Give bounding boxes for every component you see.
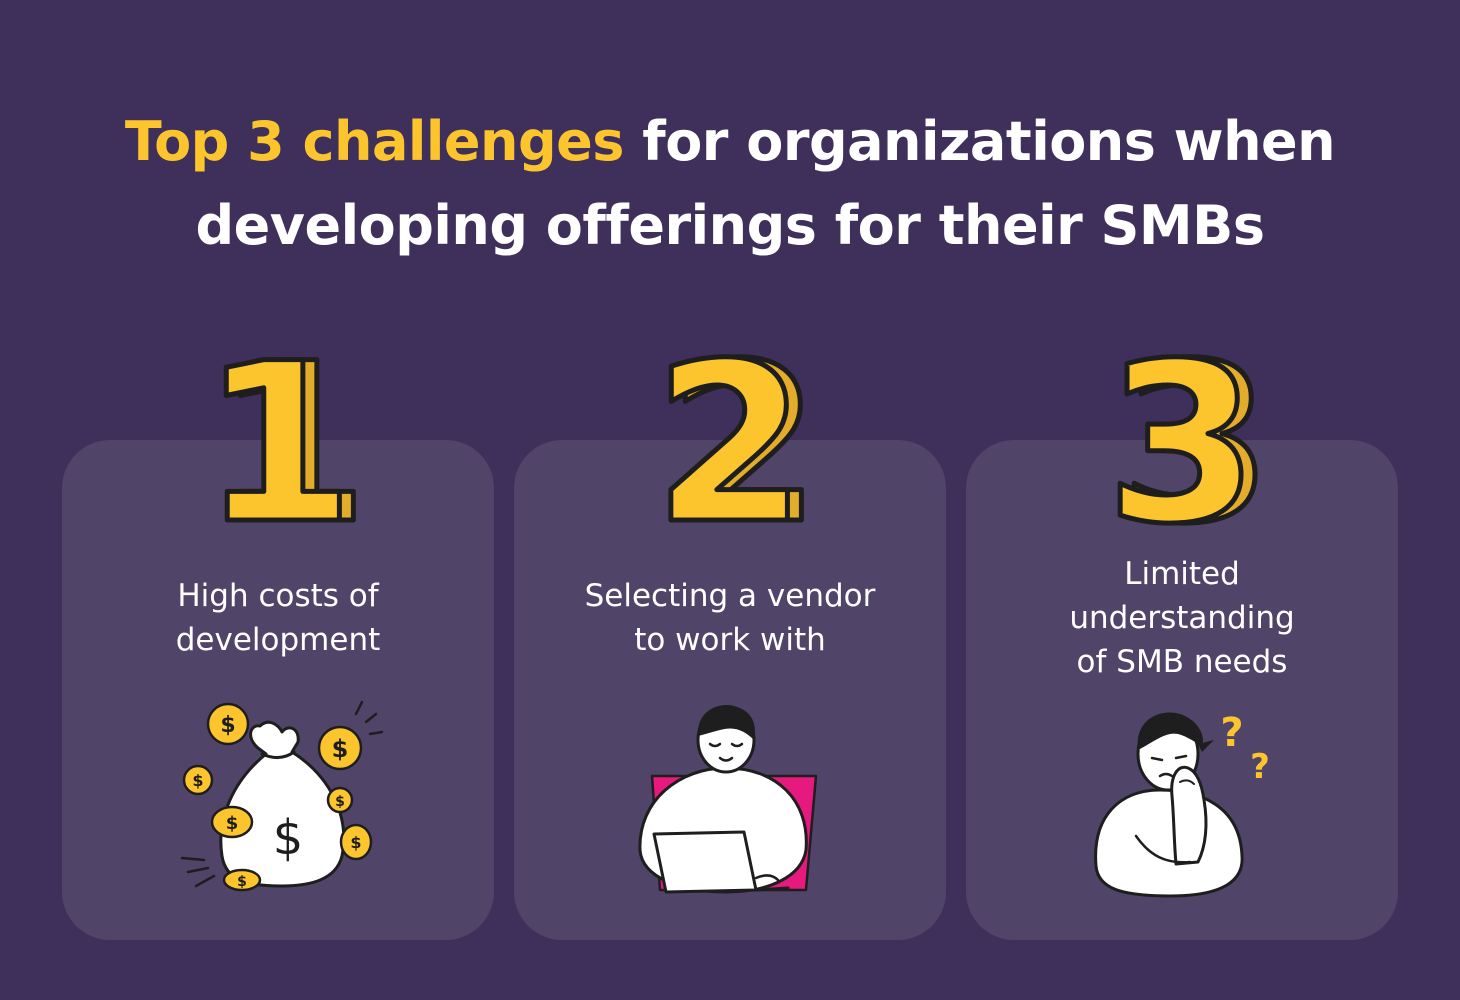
number-1: 1 1 — [199, 340, 371, 540]
number-3-shadow: 3 — [1119, 340, 1272, 540]
title-highlight: Top 3 challenges — [124, 110, 625, 173]
number-3-text: 3 — [1105, 340, 1258, 540]
number-3: 3 3 — [1103, 340, 1275, 540]
page-title: Top 3 challenges for organizations when … — [0, 100, 1460, 268]
number-1-shadow: 1 — [215, 340, 368, 540]
number-1-text: 1 — [201, 340, 354, 540]
challenge-label-1: High costs of development — [62, 574, 494, 662]
number-2-text: 2 — [653, 340, 806, 540]
coin-icon: $ — [317, 725, 363, 771]
challenge-label-2: Selecting a vendor to work with — [514, 574, 946, 662]
svg-text:$: $ — [335, 794, 345, 810]
challenge-1-line-2: development — [175, 622, 381, 658]
challenge-2-line-1: Selecting a vendor — [584, 578, 876, 614]
coin-icon: $ — [182, 764, 214, 796]
dollar-sign-icon: $ — [273, 810, 304, 866]
coin-icon: $ — [339, 823, 373, 861]
coin-icon: $ — [206, 702, 250, 746]
coin-icon: $ — [210, 805, 254, 839]
title-line-2: developing offerings for their SMBs — [195, 194, 1265, 257]
person-laptop-icon — [638, 705, 818, 894]
svg-text:$: $ — [192, 771, 203, 790]
coin-icon: $ — [326, 786, 354, 814]
number-2-shadow: 2 — [667, 340, 820, 540]
confused-person-icon: ? ? — [1094, 710, 1270, 898]
challenge-1-line-1: High costs of — [177, 578, 379, 614]
challenge-3-line-3: of SMB needs — [1076, 644, 1288, 680]
svg-text:$: $ — [332, 735, 349, 763]
challenge-3-line-1: Limited — [1124, 556, 1240, 592]
title-rest: for organizations when — [623, 110, 1336, 173]
svg-text:$: $ — [237, 874, 247, 890]
challenge-2-line-2: to work with — [634, 622, 826, 658]
challenge-label-3: Limited understanding of SMB needs — [966, 552, 1398, 684]
money-bag-icon: $ $ $ $ $ $ $ $ — [180, 700, 384, 892]
coin-icon: $ — [222, 868, 262, 892]
svg-text:$: $ — [350, 833, 361, 852]
svg-text:$: $ — [220, 713, 235, 738]
svg-text:$: $ — [226, 813, 239, 834]
question-mark-icon: ? — [1250, 747, 1270, 787]
question-mark-icon: ? — [1220, 710, 1243, 756]
challenge-3-line-2: understanding — [1069, 600, 1295, 636]
number-2: 2 2 — [651, 340, 823, 540]
